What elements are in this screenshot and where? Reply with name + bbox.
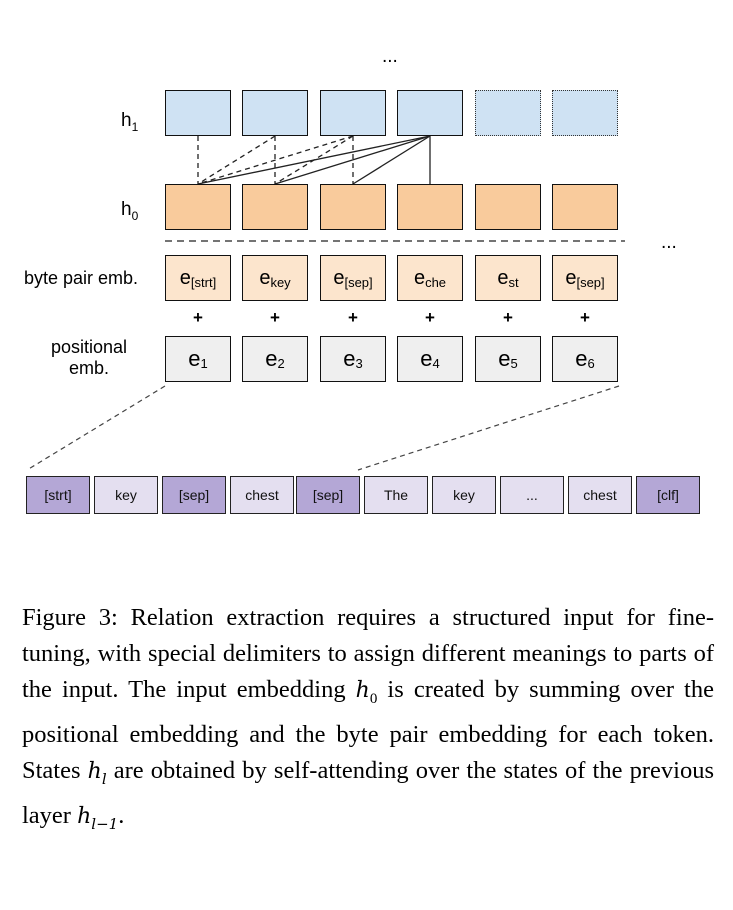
zoom-line-left <box>26 385 166 471</box>
token-box: key <box>432 476 496 514</box>
h1-box-dotted <box>552 90 618 136</box>
h0-box <box>165 184 231 230</box>
plus-sign: + <box>503 308 513 327</box>
zoom-line-right <box>357 385 620 471</box>
h0-box <box>320 184 386 230</box>
plus-sign: + <box>193 308 203 327</box>
token-box: [sep] <box>296 476 360 514</box>
label-h1: h1 <box>121 110 139 134</box>
h1-box <box>320 90 386 136</box>
right-ellipsis: ... <box>661 232 677 253</box>
token-box: [clf] <box>636 476 700 514</box>
bpe-box: e[sep] <box>320 255 386 301</box>
label-byte-pair-emb: byte pair emb. <box>24 268 139 288</box>
h1-box-dotted <box>475 90 541 136</box>
token-box: chest <box>568 476 632 514</box>
h1-box <box>397 90 463 136</box>
h0-box <box>475 184 541 230</box>
plus-sign: + <box>425 308 435 327</box>
token-box: ... <box>500 476 564 514</box>
connection-lines <box>26 135 625 471</box>
h1-box <box>165 90 231 136</box>
attn-line-solid <box>274 135 431 185</box>
token-box: [strt] <box>26 476 90 514</box>
attn-line-dashed <box>197 135 276 185</box>
attn-line-dashed <box>197 135 354 185</box>
attn-line-solid <box>197 135 431 185</box>
plus-sign: + <box>580 308 590 327</box>
h1-box <box>242 90 308 136</box>
plus-sign: + <box>270 308 280 327</box>
token-box: key <box>94 476 158 514</box>
plus-sign: + <box>348 308 358 327</box>
h0-box <box>242 184 308 230</box>
h0-box <box>397 184 463 230</box>
bpe-box: e[strt] <box>165 255 231 301</box>
attn-line-solid <box>352 135 431 185</box>
token-box: chest <box>230 476 294 514</box>
bpe-box: e[sep] <box>552 255 618 301</box>
token-box: [sep] <box>162 476 226 514</box>
label-h0: h0 <box>121 199 139 223</box>
top-ellipsis: ... <box>382 46 398 67</box>
figure-caption: Figure 3: Relation extraction requires a… <box>22 604 714 833</box>
h0-box <box>552 184 618 230</box>
token-box: The <box>364 476 428 514</box>
